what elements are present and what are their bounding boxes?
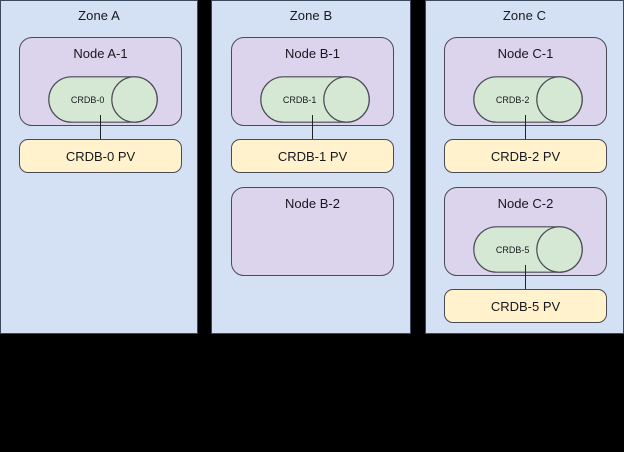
database-crdb-0: CRDB-0: [48, 76, 158, 123]
volume-crdb-1-pv-label: CRDB-1 PV: [277, 148, 348, 164]
node-b-2-title: Node B-2: [285, 196, 340, 211]
volume-crdb-5-pv-label: CRDB-5 PV: [490, 298, 561, 314]
node-b-1-title: Node B-1: [285, 46, 340, 61]
connector-node-c-2-to-crdb-5-pv: [525, 265, 526, 290]
zone-a: Zone A Node A-1 CRDB-0 CRDB-0 PV: [0, 0, 198, 334]
node-c-2-title: Node C-2: [497, 196, 554, 211]
node-c-2: Node C-2 CRDB-5: [444, 187, 607, 276]
cylinder-icon: [473, 226, 583, 273]
volume-crdb-2-pv: CRDB-2 PV: [444, 139, 607, 173]
zone-c: Zone C Node C-1 CRDB-2 CRDB-2 PV Node C-…: [425, 0, 624, 334]
zone-b-title: Zone B: [289, 8, 333, 23]
volume-crdb-1-pv: CRDB-1 PV: [231, 139, 394, 173]
connector-node-c-1-to-crdb-2-pv: [525, 115, 526, 140]
node-c-1-title: Node C-1: [497, 46, 554, 61]
connector-node-a-1-to-crdb-0-pv: [100, 115, 101, 140]
node-a-1-title: Node A-1: [73, 46, 128, 61]
node-a-1: Node A-1 CRDB-0: [19, 37, 182, 126]
cylinder-icon: [48, 76, 158, 123]
zone-c-title: Zone C: [502, 8, 547, 23]
cylinder-icon: [473, 76, 583, 123]
zone-a-title: Zone A: [78, 8, 120, 23]
volume-crdb-2-pv-label: CRDB-2 PV: [490, 148, 561, 164]
node-b-2: Node B-2: [231, 187, 394, 276]
node-c-1: Node C-1 CRDB-2: [444, 37, 607, 126]
database-crdb-2: CRDB-2: [473, 76, 583, 123]
volume-crdb-5-pv: CRDB-5 PV: [444, 289, 607, 323]
database-crdb-1: CRDB-1: [260, 76, 370, 123]
cylinder-icon: [260, 76, 370, 123]
volume-crdb-0-pv-label: CRDB-0 PV: [65, 148, 136, 164]
node-b-1: Node B-1 CRDB-1: [231, 37, 394, 126]
zone-b: Zone B Node B-1 CRDB-1 CRDB-1 PV Node B-…: [211, 0, 411, 334]
connector-node-b-1-to-crdb-1-pv: [312, 115, 313, 140]
database-crdb-5: CRDB-5: [473, 226, 583, 273]
volume-crdb-0-pv: CRDB-0 PV: [19, 139, 182, 173]
